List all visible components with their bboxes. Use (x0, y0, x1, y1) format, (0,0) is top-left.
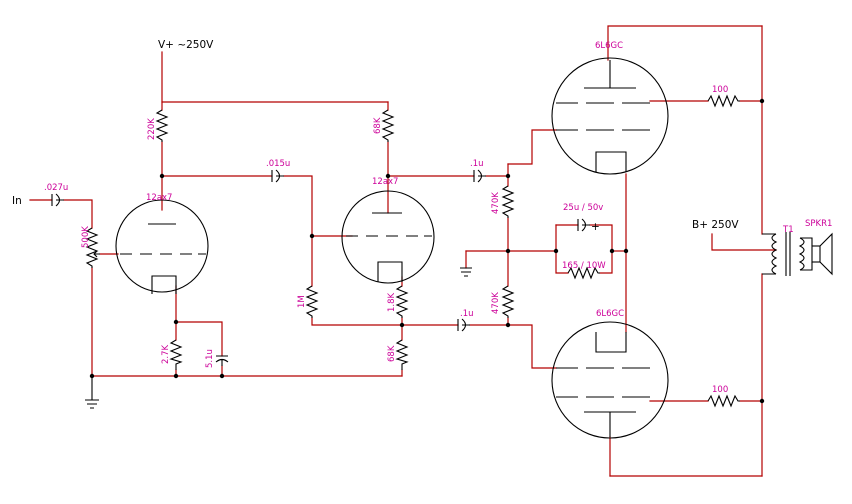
label-r-tail: 68K (387, 345, 397, 362)
label-r-cathode1: 2.7K (161, 344, 171, 364)
tube-p2 (551, 321, 669, 439)
resistor-2-7k (169, 339, 183, 370)
cap-1u-bottom (457, 318, 470, 332)
label-r-plate2: 68K (373, 117, 383, 134)
tube-v2 (341, 190, 435, 284)
resistor-68k-plate (381, 109, 395, 142)
resistor-68k-tail (395, 339, 409, 370)
output-transformer (762, 232, 813, 276)
resistor-470k-bottom (501, 285, 515, 318)
cap-polarity-plus: + (591, 221, 600, 233)
tube-p1 (551, 57, 669, 175)
cap-015u (271, 169, 284, 183)
label-r-grid: 1M (297, 295, 307, 308)
label-r-cathode2: 1.8K (387, 292, 397, 312)
label-r-screen2: 100 (712, 385, 728, 395)
label-c-couple1: .015u (266, 159, 290, 169)
resistor-1-8k (395, 285, 409, 318)
ground-symbol-left (85, 376, 99, 409)
label-r-plate1: 220K (147, 118, 157, 140)
resistor-470k-top (501, 185, 515, 218)
label-r-screen1: 100 (712, 85, 728, 95)
label-r-cathode-pwr: 165 / 10W (562, 261, 606, 271)
speaker-icon (811, 232, 833, 276)
label-c-cathode-pwr: 25u / 50v (563, 203, 603, 213)
junction-dots (89, 98, 765, 404)
label-c-bypass: 5.1u (205, 349, 215, 368)
label-c-out1: .1u (470, 159, 484, 169)
tube-label-v1: 12ax7 (146, 193, 172, 203)
cap-25u-50v (577, 218, 590, 232)
cap-5-1u (215, 355, 229, 366)
resistor-100-bottom (707, 394, 740, 408)
speaker-label: SPKR1 (805, 219, 832, 229)
potentiometer-500k (85, 227, 99, 268)
tube-v1 (115, 199, 209, 294)
tube-label-p2: 6L6GC (596, 309, 624, 319)
grounds (85, 267, 472, 409)
resistors (85, 94, 740, 408)
label-r-grid-p2: 470K (491, 292, 501, 314)
label-r-grid-p1: 470K (491, 192, 501, 214)
label-c-out2: .1u (460, 309, 474, 319)
label-pot: 500K (81, 226, 91, 248)
tube-label-p1: 6L6GC (595, 41, 623, 51)
input-label: In (12, 195, 22, 207)
tube-label-v2: 12ax7 (372, 177, 398, 187)
capacitors: + (51, 169, 600, 366)
cap-027u (51, 193, 64, 207)
resistor-165-10w (567, 266, 600, 280)
ground-symbol-bias (460, 267, 472, 277)
wires (29, 25, 777, 477)
labels: V+ ~250V B+ 250V In 12ax7 12ax7 6L6GC 6L… (12, 39, 832, 395)
pot-wiper-arrow (93, 250, 100, 258)
resistor-220k (155, 109, 169, 142)
supply-label-bplus: B+ 250V (692, 219, 739, 231)
supply-label-vplus: V+ ~250V (158, 39, 214, 51)
resistor-100-top (707, 94, 740, 108)
transformer-label: T1 (782, 225, 794, 235)
resistor-1m (305, 285, 319, 318)
label-c-in: .027u (44, 183, 68, 193)
cap-1u-top (473, 169, 486, 183)
